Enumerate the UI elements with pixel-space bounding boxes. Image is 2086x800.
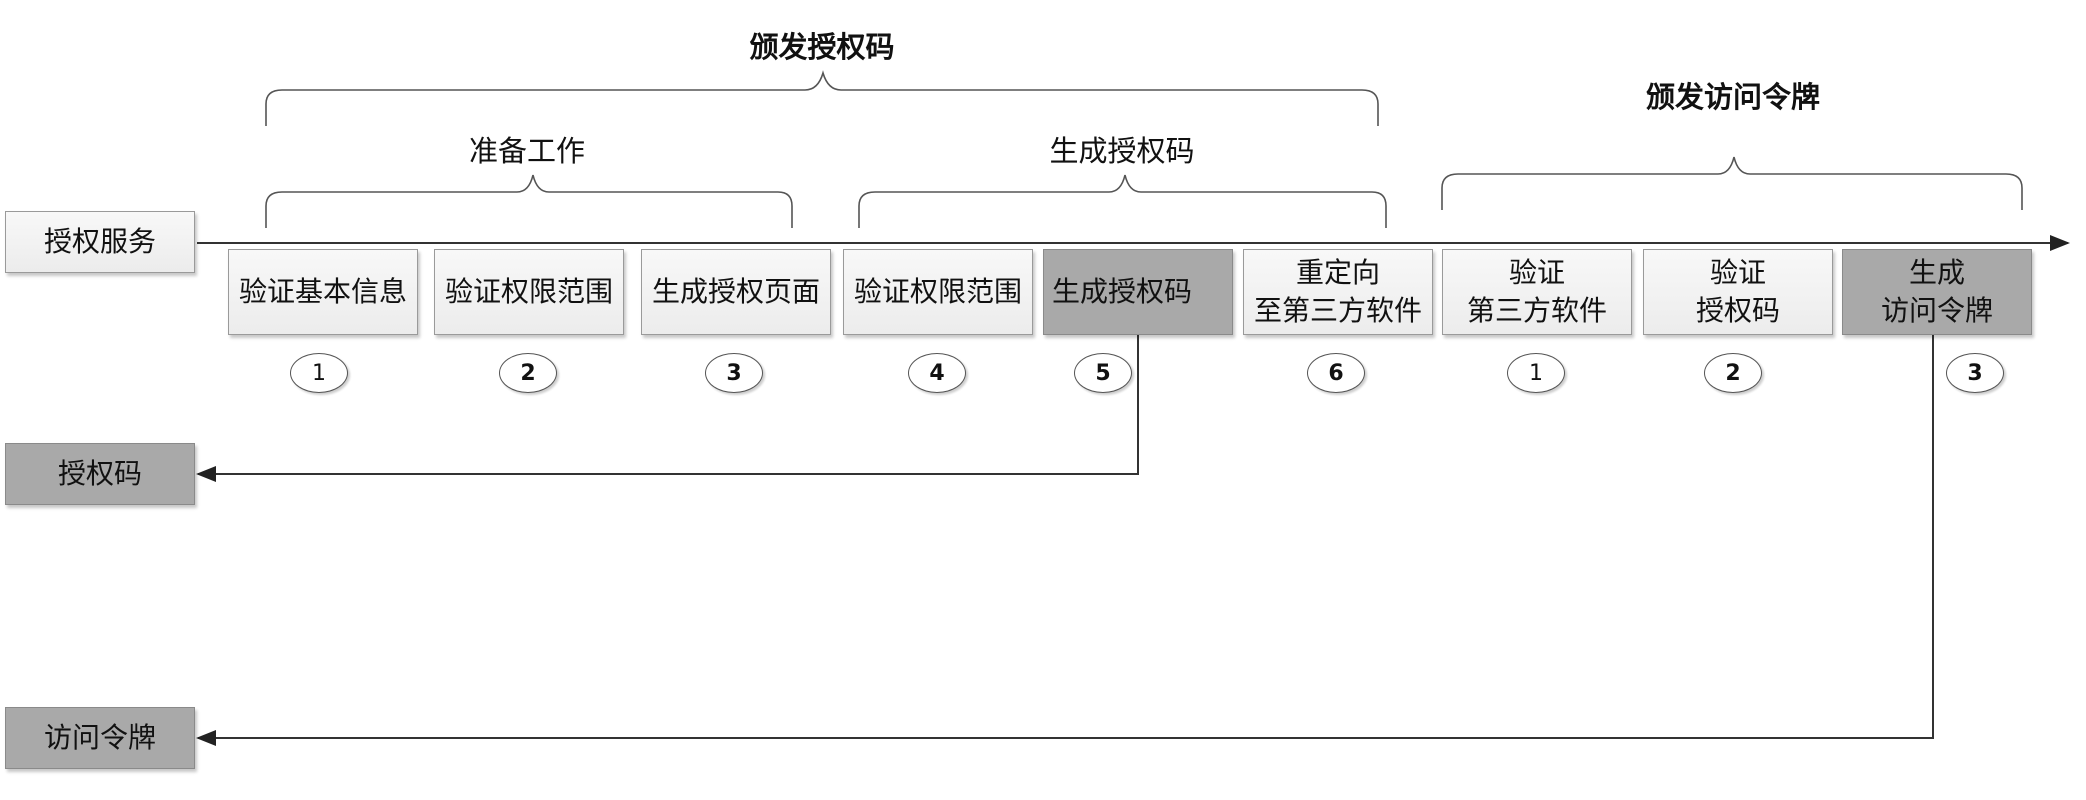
- brace-issue-code: [265, 70, 1379, 126]
- lane-access-token: 访问令牌: [5, 707, 195, 769]
- arrow-to-auth-code: [196, 333, 1139, 482]
- group-label-issue-code: 颁发授权码: [749, 30, 895, 64]
- step-number-6: 6: [1307, 353, 1365, 393]
- step-box-5: 生成授权码: [1043, 249, 1233, 335]
- brace-generate-code: [858, 174, 1387, 228]
- brace-prep-work: [265, 174, 793, 228]
- step-number-2: 2: [499, 353, 557, 393]
- step-number-4: 4: [908, 353, 966, 393]
- group-label-generate-code: 生成授权码: [1049, 134, 1195, 168]
- step-number-7: 1: [1507, 353, 1565, 393]
- step-box-6: 重定向 至第三方软件: [1243, 249, 1433, 335]
- step-box-9: 生成 访问令牌: [1842, 249, 2032, 335]
- step-number-5: 5: [1074, 353, 1132, 393]
- group-label-issue-token: 颁发访问令牌: [1645, 80, 1821, 114]
- brace-issue-token: [1441, 156, 2023, 210]
- step-box-1: 验证基本信息: [228, 249, 418, 335]
- step-box-8: 验证 授权码: [1643, 249, 1833, 335]
- step-number-9: 3: [1946, 353, 2004, 393]
- group-label-prep-work: 准备工作: [468, 134, 586, 168]
- step-number-8: 2: [1704, 353, 1762, 393]
- step-number-3: 3: [705, 353, 763, 393]
- step-number-1: 1: [290, 353, 348, 393]
- lane-auth-service: 授权服务: [5, 211, 195, 273]
- step-box-4: 验证权限范围: [843, 249, 1033, 335]
- arrow-to-access-token: [196, 333, 1934, 746]
- step-box-2: 验证权限范围: [434, 249, 624, 335]
- step-box-7: 验证 第三方软件: [1442, 249, 1632, 335]
- step-box-3: 生成授权页面: [641, 249, 831, 335]
- lane-auth-code: 授权码: [5, 443, 195, 505]
